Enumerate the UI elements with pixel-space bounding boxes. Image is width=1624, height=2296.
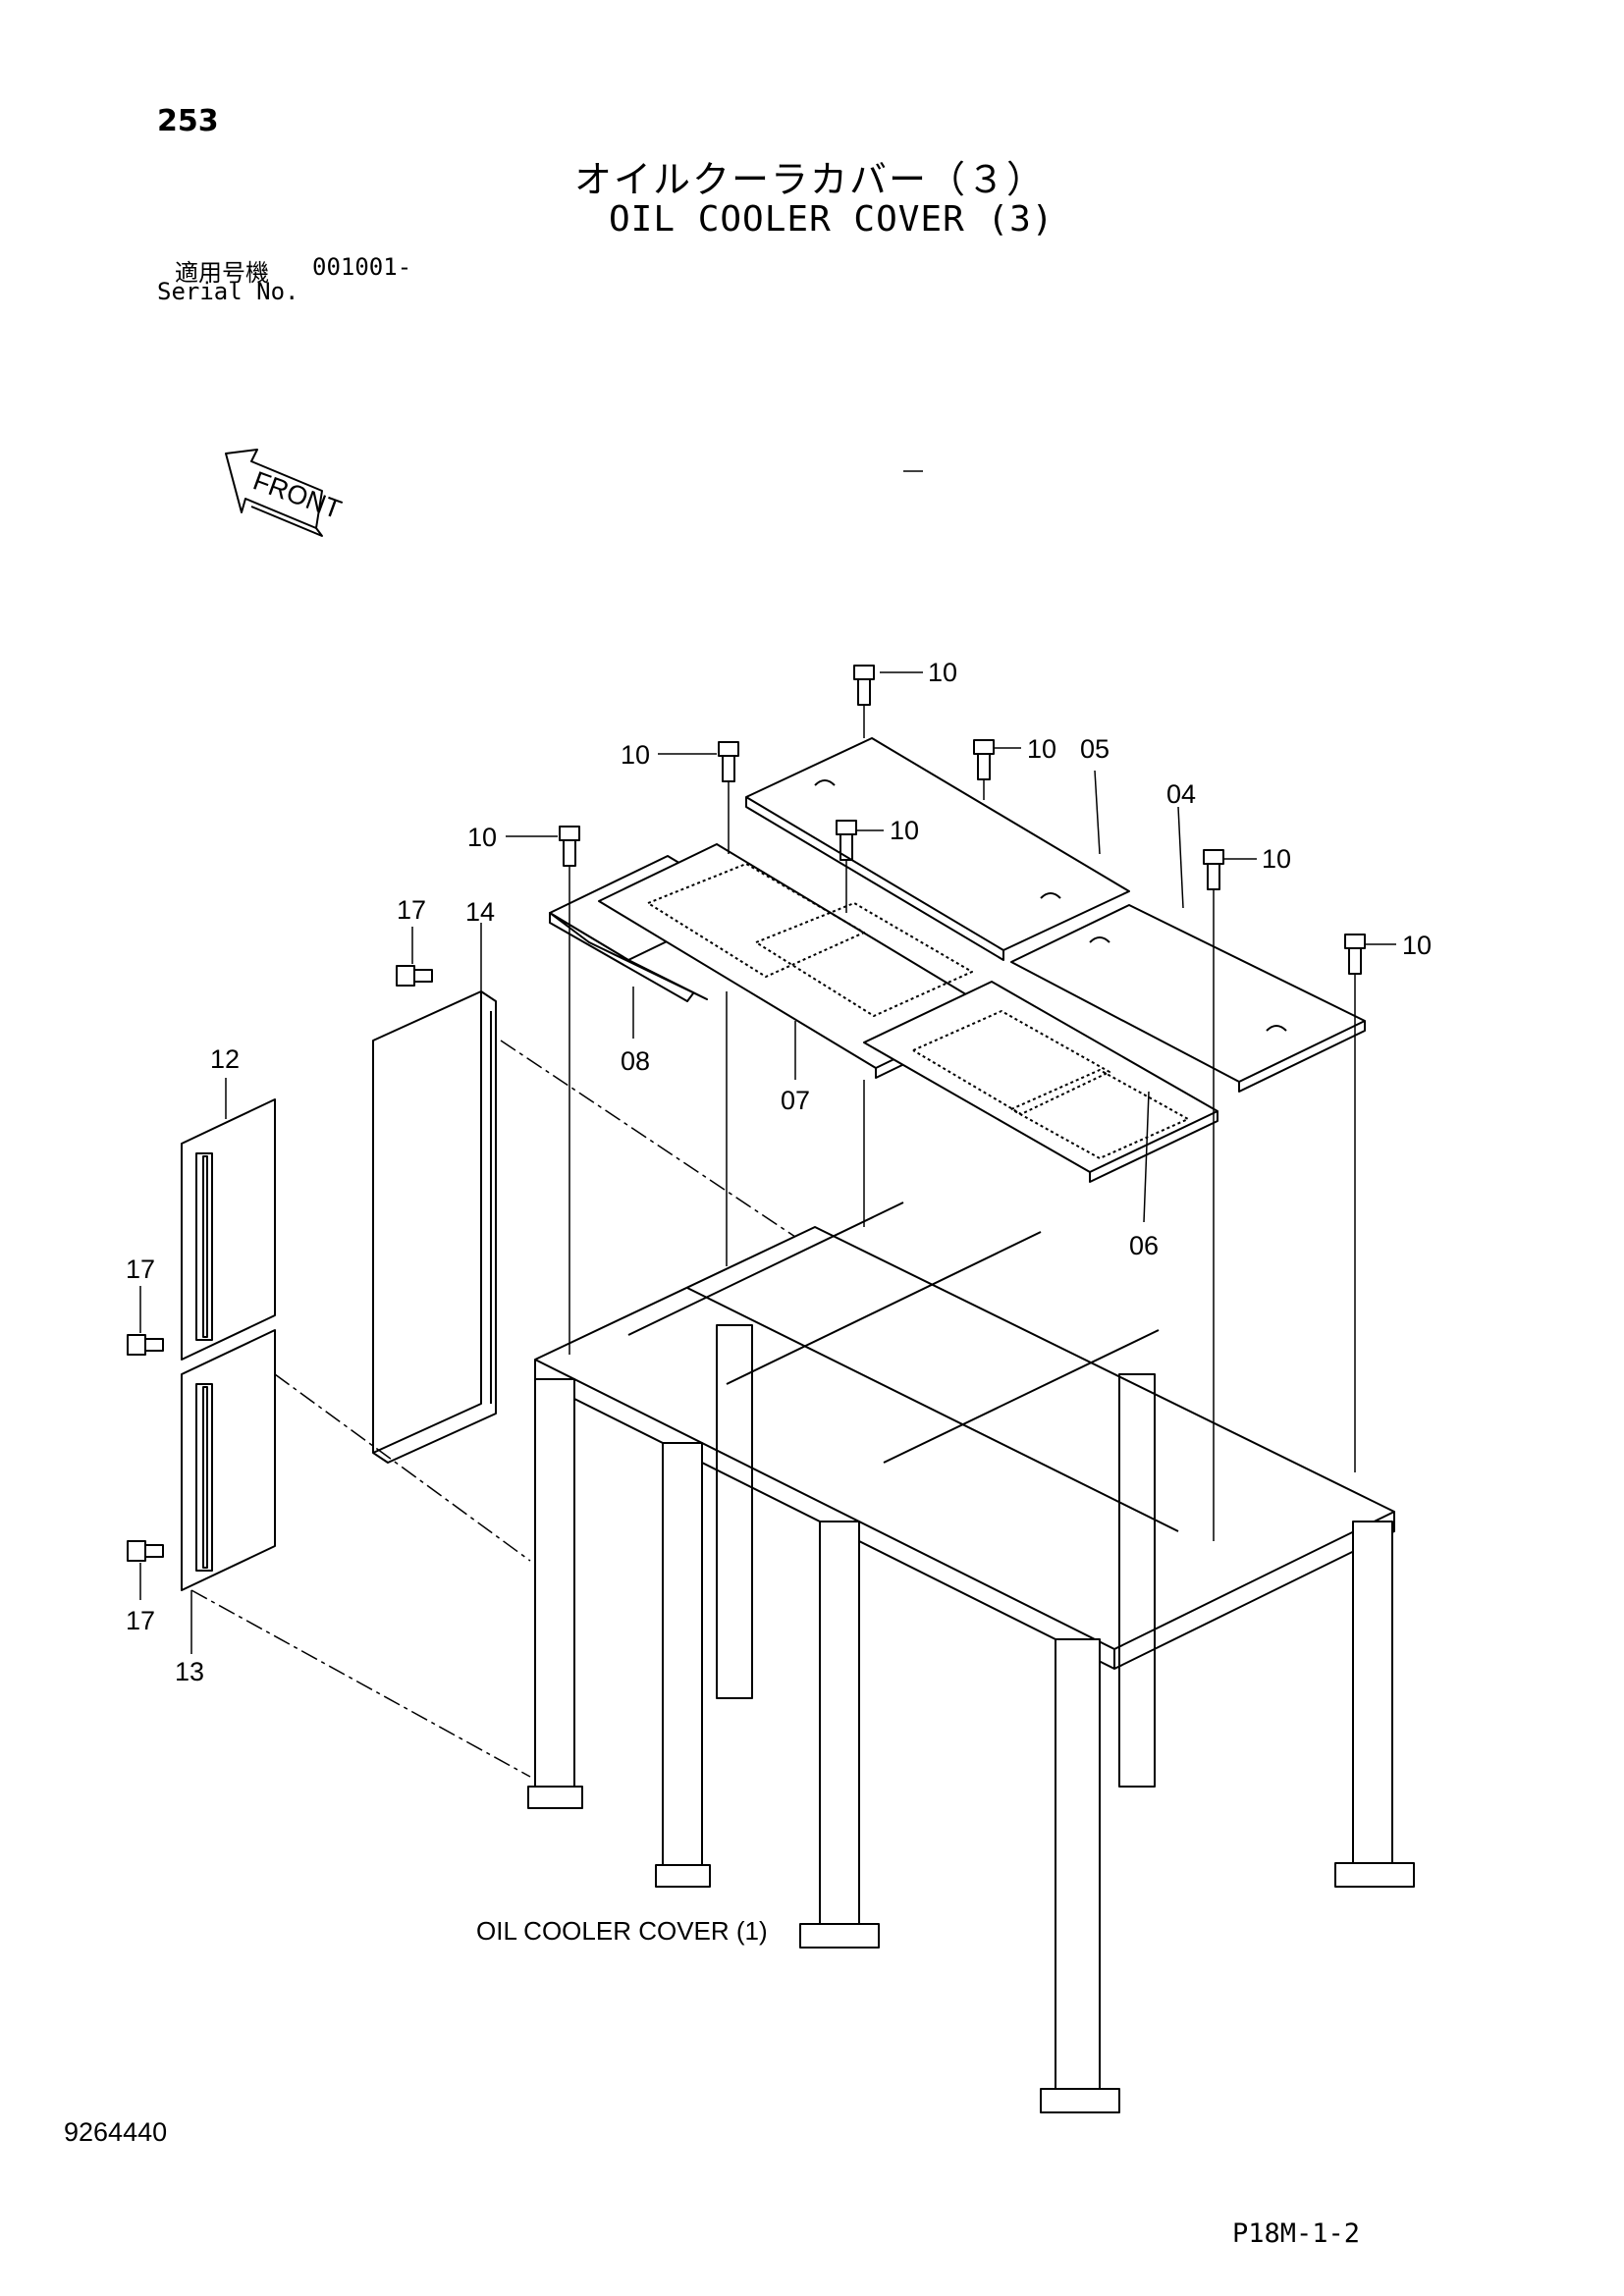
callout-17: 17 <box>126 1606 155 1635</box>
callout-10: 10 <box>1402 931 1432 960</box>
screw-bolt-icon <box>127 1334 164 1356</box>
page-title-en: OIL COOLER COVER (3) <box>609 199 1055 240</box>
page-title-jp: オイルクーラカバー（３） <box>574 158 1047 201</box>
callout-13: 13 <box>175 1657 204 1686</box>
cover-plate-04 <box>1010 904 1366 1093</box>
callout-04: 04 <box>1166 779 1196 809</box>
bolt-icon <box>559 826 580 867</box>
oil-cooler-frame <box>527 1201 1415 2113</box>
callout-17: 17 <box>397 895 426 925</box>
bolt-icon <box>1344 934 1366 975</box>
serial-value: 001001- <box>312 253 412 281</box>
bolt-icon <box>718 741 739 782</box>
callout-10: 10 <box>621 740 650 770</box>
bolt-icon <box>836 820 857 861</box>
side-panel-12 <box>181 1098 276 1361</box>
callout-14: 14 <box>465 897 495 927</box>
side-panel-13 <box>181 1329 276 1591</box>
bolt-icon <box>1203 849 1224 890</box>
callout-07: 07 <box>781 1086 810 1115</box>
callout-10: 10 <box>890 816 919 845</box>
page-code: P18M-1-2 <box>1232 2218 1361 2249</box>
callout-17: 17 <box>126 1255 155 1284</box>
callout-06: 06 <box>1129 1231 1159 1260</box>
callout-12: 12 <box>210 1044 240 1074</box>
callout-05: 05 <box>1080 734 1110 764</box>
cover-plate-05 <box>745 737 1130 961</box>
side-panel-14 <box>372 990 497 1464</box>
screw-bolt-icon <box>127 1540 164 1562</box>
page-number: 253 <box>157 104 219 138</box>
callout-08: 08 <box>621 1046 650 1076</box>
screw-bolt-icon <box>396 965 433 987</box>
bolt-icon <box>973 739 995 780</box>
serial-label-jp: 適用号機 <box>175 259 269 287</box>
callout-10: 10 <box>1027 734 1056 764</box>
cover-plate-06 <box>863 981 1218 1183</box>
callout-10: 10 <box>1262 844 1291 874</box>
document-number: 9264440 <box>64 2117 168 2147</box>
callout-10: 10 <box>467 823 497 852</box>
bolt-icon <box>853 665 875 706</box>
serial-label-en: Serial No. <box>157 278 299 305</box>
reference-label: OIL COOLER COVER (1) <box>476 1916 768 1946</box>
front-arrow-icon: FRONT <box>225 449 346 537</box>
callout-10: 10 <box>928 658 957 687</box>
